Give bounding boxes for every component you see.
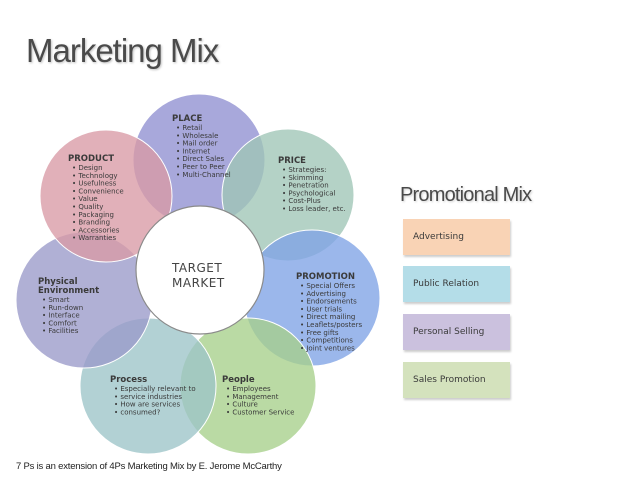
- petal-product-item: • Value: [72, 195, 98, 203]
- petal-process-item: • How are services: [114, 401, 180, 409]
- petal-price-item: • Psychological: [282, 189, 336, 197]
- petal-process-heading: Process: [110, 375, 147, 385]
- petal-product-item: • Usefulness: [72, 180, 117, 188]
- petal-product-item: • Convenience: [72, 187, 124, 195]
- petal-promotion-item: • Special Offers: [300, 282, 355, 290]
- petal-promotion-item: • Competitions: [300, 337, 353, 345]
- petal-place-item: • Wholesale: [176, 132, 218, 140]
- footnote: 7 Ps is an extension of 4Ps Marketing Mi…: [16, 461, 282, 472]
- petal-people-item: • Culture: [226, 401, 258, 409]
- petal-price-item: • Loss leader, etc.: [282, 205, 346, 213]
- petal-price-heading: PRICE: [278, 156, 306, 166]
- petal-product-item: • Design: [72, 164, 103, 172]
- promo-item-advertising: Advertising: [403, 219, 510, 255]
- petal-physical-item: • Run-down: [42, 304, 83, 312]
- petal-process-item: • service industries: [114, 393, 182, 401]
- petal-price-item: • Skimming: [282, 174, 323, 182]
- petal-place-item: • Direct Sales: [176, 155, 225, 163]
- promo-item-sales-promotion: Sales Promotion: [403, 362, 510, 398]
- petal-promotion-item: • User trials: [300, 305, 342, 313]
- petal-people-item: • Employees: [226, 385, 271, 393]
- marketing-mix-diagram: TARGET MARKET PLACE• Retail• Wholesale• …: [15, 93, 381, 455]
- petal-place-item: • Multi-Channel: [176, 171, 231, 179]
- petal-circles: [15, 93, 381, 455]
- petal-product-item: • Packaging: [72, 211, 114, 219]
- petal-product-heading: PRODUCT: [68, 154, 114, 164]
- petal-place-item: • Internet: [176, 147, 210, 155]
- petal-physical-item: • Interface: [42, 312, 80, 320]
- petal-physical-item: • Facilities: [42, 327, 79, 335]
- promo-item-personal-selling: Personal Selling: [403, 314, 510, 350]
- promo-item-public-relation: Public Relation: [403, 266, 510, 302]
- petal-promotion-item: • Joint ventures: [300, 344, 355, 352]
- petal-place-item: • Peer to Peer: [176, 163, 225, 171]
- petal-process-item: • consumed?: [114, 408, 161, 416]
- petal-price-item: • Penetration: [282, 182, 329, 190]
- petal-texts: PLACE• Retail• Wholesale• Mail order• In…: [38, 114, 362, 416]
- petal-people-heading: People: [222, 375, 255, 385]
- petal-place-heading: PLACE: [172, 114, 202, 124]
- target-market-label-2: MARKET: [172, 276, 225, 290]
- petal-product-item: • Warranties: [72, 234, 116, 242]
- petal-physical-heading-2: Environment: [38, 286, 99, 296]
- petal-promotion-item: • Free gifts: [300, 329, 339, 337]
- target-market-label-1: TARGET: [171, 261, 222, 275]
- petal-process-item: • Especially relevant to: [114, 385, 196, 393]
- petal-price-item: • Cost-Plus: [282, 197, 321, 205]
- petal-product: [39, 129, 173, 263]
- petal-promotion-item: • Leaflets/posters: [300, 321, 362, 329]
- petal-promotion-item: • Endorsements: [300, 298, 357, 306]
- petal-physical-item: • Comfort: [42, 319, 77, 327]
- petal-product-item: • Quality: [72, 203, 103, 211]
- petal-promotion-item: • Direct mailing: [300, 313, 355, 321]
- petal-physical-item: • Smart: [42, 296, 70, 304]
- slide-title: Marketing Mix: [26, 32, 219, 69]
- petal-product-item: • Branding: [72, 219, 110, 227]
- petal-place-item: • Retail: [176, 124, 202, 132]
- petal-place-item: • Mail order: [176, 140, 218, 148]
- petal-price-item: • Strategies:: [282, 166, 326, 174]
- target-market-circle: [135, 205, 265, 335]
- promotional-mix-title: Promotional Mix: [400, 184, 532, 206]
- petal-people-item: • Customer Service: [226, 408, 294, 416]
- petal-product-item: • Accessories: [72, 226, 120, 234]
- petal-promotion-item: • Advertising: [300, 290, 346, 298]
- petal-product-item: • Technology: [72, 172, 118, 180]
- petal-promotion-heading: PROMOTION: [296, 272, 355, 282]
- petal-people-item: • Management: [226, 393, 279, 401]
- petal-physical-heading: Physical: [38, 277, 78, 287]
